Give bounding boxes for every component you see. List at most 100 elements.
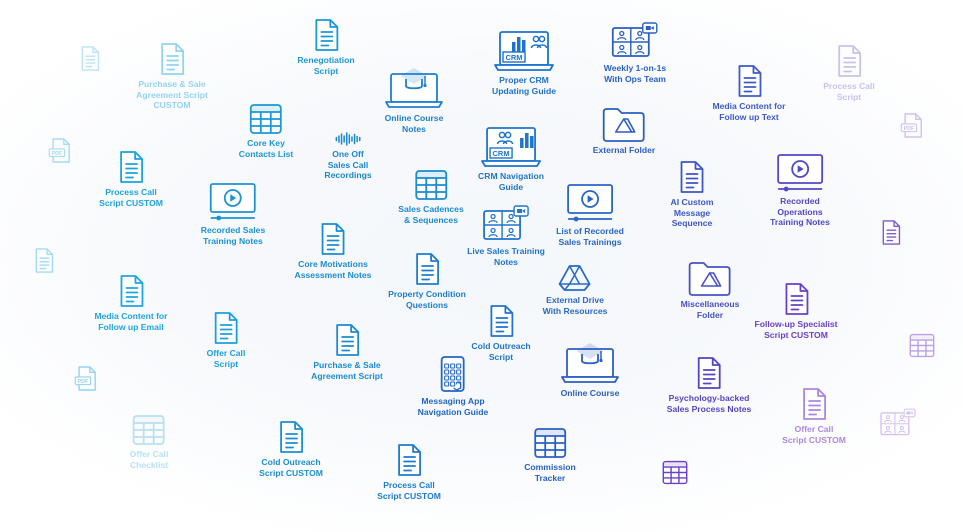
resource-label-line: Process Call [823,81,875,91]
document-icon [396,443,422,477]
video-call-icon [482,205,530,243]
resource-label-line: Notes [402,123,426,134]
resource-label-line: Script [836,91,862,102]
video-player-icon [776,153,824,193]
resource-label-line: Purchase & Sale [313,360,381,370]
resource-label: Sales Cadences& Sequences [398,204,463,225]
drive-icon [558,264,592,292]
resource-label-line: Assessment Notes [294,269,372,280]
resource-label-line: External Drive [546,295,604,305]
resource-label-line: Sequence [671,218,713,229]
resource-label: Online Course [561,388,620,399]
resource-label-line: Media Content for [94,311,168,321]
svg-text:CRM: CRM [505,53,522,62]
resource-label-line: Online Course [384,113,444,123]
resource-label-line: Sales Cadences [398,204,464,214]
resource-label-line: Script CUSTOM [782,434,846,445]
resource-label-line: Sales Call [327,159,369,170]
resource-label-line: Guide [498,181,524,192]
document-icon [414,252,440,286]
audio-wave-icon [334,132,362,146]
document-icon [836,44,862,78]
crm-people-icon: CRM [480,124,542,168]
resource-label-line: Updating Guide [492,85,556,96]
svg-text:PDF: PDF [52,151,63,157]
resource-label-line: Proper CRM [499,75,549,85]
resource-label-line: Offer Call [129,449,169,459]
resource-label-line: Follow-up Specialist [754,319,838,329]
resource-label-line: Message [673,207,711,218]
document-icon [801,387,827,421]
resource-label-line: Follow up Text [719,111,779,122]
resource-label-line: Core Key [247,138,285,148]
resource-label-line: External Folder [592,145,656,155]
table-icon [249,103,283,135]
resource-label-line: Sales Trainings [558,236,622,247]
resource-label-line: List of Recorded [556,226,624,236]
video-call-icon [611,22,659,60]
resource-label-line: Recordings [324,170,372,181]
crm-chart-icon: CRM [493,28,555,72]
resource-label-line: Live Sales Training [467,246,545,256]
resource-label-line: Training Notes [770,217,830,228]
resource-online-course[interactable]: Online Course [560,337,620,399]
resource-label: External Folder [593,145,656,156]
resource-label-line: Tracker [534,472,566,483]
pdf-icon: PDF [900,112,924,139]
document-icon [334,323,360,357]
resource-sales-cadences[interactable]: Sales Cadences& Sequences [398,169,464,225]
document-icon [118,274,144,308]
resource-label-line: Notes [494,256,518,267]
resource-label-line: Process Call [105,187,157,197]
resource-external-folder[interactable]: External Folder [593,106,656,156]
document-icon [213,311,239,345]
resource-label-line: Script CUSTOM [764,329,828,340]
resource-label-line: Questions [405,299,449,310]
pdf-icon: PDF [48,137,72,164]
resource-label-line: Script [213,358,239,369]
